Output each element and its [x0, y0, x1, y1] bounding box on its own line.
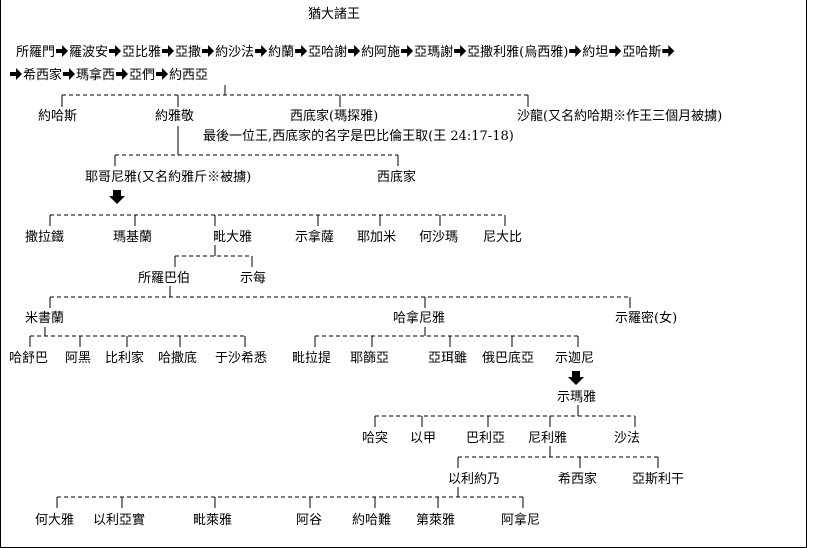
person-hattush: 哈突	[362, 430, 388, 446]
right-arrow-icon	[10, 68, 22, 80]
person-hananiah: 哈拿尼雅	[393, 310, 445, 326]
right-arrow-icon	[401, 45, 414, 57]
right-arrow-icon	[348, 45, 361, 57]
person-shecaniah: 示迦尼	[555, 351, 594, 366]
person-jeshaiah: 耶篩亞	[350, 351, 389, 366]
person-pelaiah: 毗萊雅	[193, 513, 232, 528]
person-shemaiah: 示瑪雅	[557, 390, 596, 405]
lineage-king: 亞比雅	[122, 45, 161, 60]
lineage-king: 約蘭	[268, 44, 294, 60]
right-arrow-icon	[109, 45, 122, 57]
right-arrow-icon	[56, 45, 69, 57]
person-jehoiakim: 約雅敬	[155, 108, 194, 124]
person-jehoahaz: 約哈斯	[38, 109, 77, 124]
person-shealtiel: 撒拉鐵	[25, 229, 64, 245]
lineage-king: 所羅門	[16, 45, 55, 60]
person-hezekiah-son: 希西家	[558, 471, 597, 487]
person-bariah: 巴利亞	[466, 431, 505, 446]
person-akkub: 阿谷	[296, 513, 322, 528]
person-hasadiah: 哈撒底	[158, 350, 197, 366]
person-shaphat: 沙法	[614, 431, 640, 446]
lineage-row-2: 希西家瑪拿西亞們約西亞	[10, 67, 208, 83]
person-eliashib: 以利亞實	[93, 512, 145, 528]
person-shelomith: 示羅密(女)	[615, 310, 677, 326]
person-shallum: 沙龍(又名約哈期※作王三個月被擄)	[517, 108, 722, 124]
person-hodaviah: 何大雅	[35, 512, 74, 528]
right-arrow-icon	[454, 45, 467, 57]
connector-lines	[29, 85, 659, 508]
note-last-king: 最後一位王,西底家的名字是巴比倫王取(王 24:17-18)	[203, 128, 514, 144]
right-arrow-icon	[569, 45, 582, 57]
person-berechiah: 比利家	[105, 350, 144, 366]
lineage-king: 亞瑪謝	[414, 45, 453, 60]
lineage-king: 亞們	[129, 68, 155, 83]
person-rephaiah: 亞珥雖	[428, 351, 467, 366]
diagram-title: 猶大諸王	[308, 6, 360, 22]
person-nedabiah: 尼大比	[483, 230, 522, 245]
lineage-king: 亞哈斯	[622, 45, 661, 60]
person-shenazar: 示拿薩	[295, 229, 334, 245]
person-elioenai: 以利約乃	[448, 472, 500, 487]
person-delaiah: 第萊雅	[416, 513, 455, 528]
person-hashubah: 哈舒巴	[9, 351, 48, 366]
lineage-king: 約沙法	[215, 45, 254, 60]
person-azrikam: 亞斯利干	[632, 472, 684, 487]
lineage-king: 希西家	[23, 67, 62, 83]
right-arrow-icon	[662, 45, 675, 57]
person-pedaiah: 毗大雅	[213, 230, 252, 245]
lineage-king: 亞哈謝	[308, 45, 347, 60]
right-arrow-icon	[63, 68, 76, 80]
person-meshullam: 米書蘭	[25, 310, 64, 326]
person-zedekiah-mattaniah: 西底家(瑪探雅)	[290, 108, 378, 124]
lineage-king: 瑪拿西	[76, 67, 115, 83]
lineage-king: 亞撒利雅(烏西雅)	[467, 44, 568, 60]
right-arrow-icon	[295, 45, 308, 57]
person-pelatiah: 毗拉提	[292, 350, 331, 366]
person-zedekiah: 西底家	[377, 169, 416, 185]
person-hoshama: 何沙瑪	[419, 229, 458, 245]
person-jushab-hesed: 于沙希悉	[215, 351, 267, 366]
lineage-king: 約阿施	[361, 45, 400, 60]
lineage-king: 約坦	[582, 45, 608, 60]
person-anani: 阿拿尼	[501, 512, 540, 528]
right-arrow-icon	[116, 68, 129, 80]
right-arrow-icon	[202, 45, 215, 57]
right-arrow-icon	[156, 68, 169, 80]
right-arrow-icon	[255, 45, 268, 57]
person-malchiram: 瑪基蘭	[113, 229, 152, 245]
person-zerubbabel: 所羅巴伯	[138, 271, 190, 286]
lineage-row-1: 所羅門羅波安亞比雅亞撒約沙法約蘭亞哈謝約阿施亞瑪謝亞撒利雅(烏西雅) 約坦亞哈斯	[16, 44, 675, 60]
down-arrow-icon	[568, 371, 584, 385]
person-ohel: 阿黑	[65, 351, 91, 366]
person-obadiah: 俄巴底亞	[482, 350, 534, 366]
lineage-king: 羅波安	[69, 45, 108, 60]
lineage-king: 約西亞	[169, 68, 208, 83]
right-arrow-icon	[609, 45, 622, 57]
person-jekamiah: 耶加米	[357, 230, 396, 245]
lineage-king: 亞撒	[175, 44, 201, 60]
person-johanan: 約哈難	[352, 513, 391, 528]
person-neariah: 尼利雅	[528, 431, 567, 446]
person-jeconiah: 耶哥尼雅(又名約雅斤※被擄)	[85, 169, 251, 185]
right-arrow-icon	[162, 45, 175, 57]
down-arrow-icon	[109, 190, 125, 204]
person-shimei: 示每	[240, 270, 266, 286]
person-igal: 以甲	[410, 431, 436, 446]
